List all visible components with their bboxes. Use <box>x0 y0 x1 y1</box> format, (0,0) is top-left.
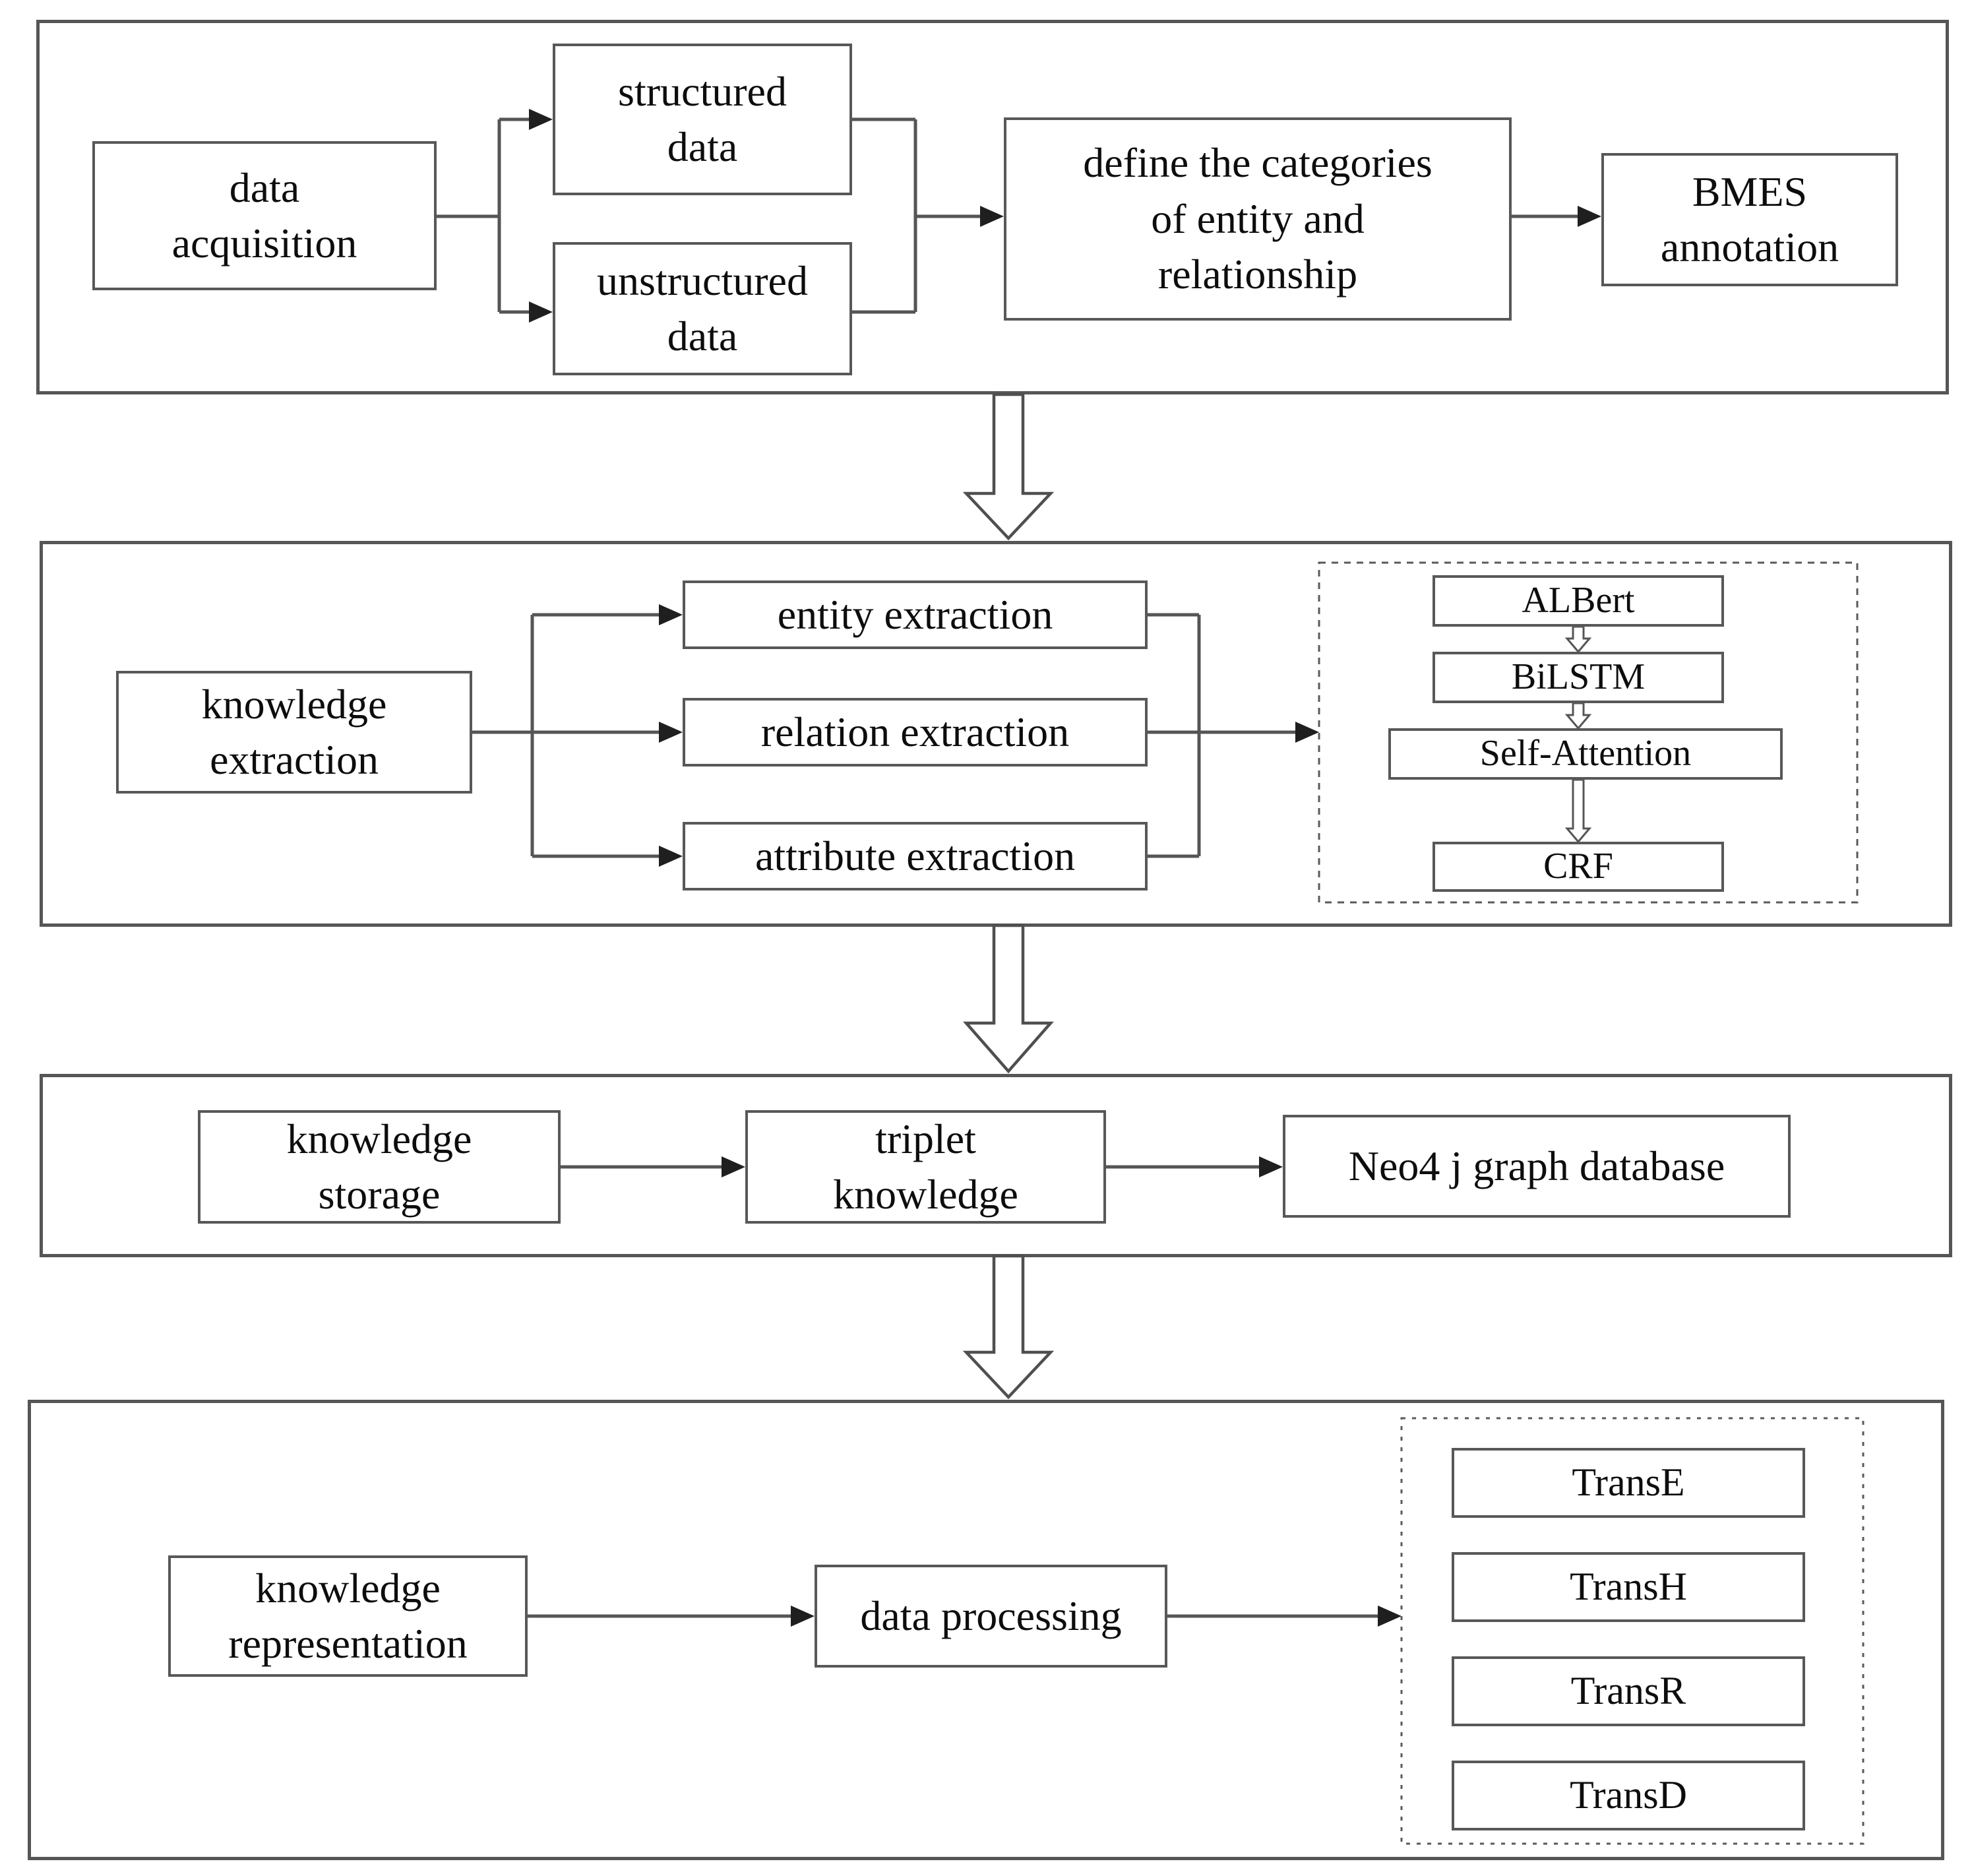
selfattention-to-crf-arrow-icon <box>1564 778 1592 844</box>
define-categories-label: define the categories <box>1083 139 1433 187</box>
flow-arrow-3-icon <box>962 1254 1055 1400</box>
relation-extraction-box: relation extraction <box>683 698 1148 766</box>
knowledge-representation-label: knowledge <box>255 1564 441 1611</box>
self-attention-label: Self-Attention <box>1479 733 1692 774</box>
attribute-extraction-box: attribute extraction <box>683 822 1148 891</box>
bilstm-box: BiLSTM <box>1433 652 1724 703</box>
albert-label: ALBert <box>1522 580 1635 621</box>
transh-label: TransH <box>1570 1565 1687 1609</box>
knowledge-storage-label: knowledge <box>286 1115 472 1162</box>
data-processing-box: data processing <box>815 1565 1167 1668</box>
data-acquisition-box: data acquisition <box>92 141 437 290</box>
knowledge-representation-box: knowledge representation <box>168 1555 528 1677</box>
crf-label: CRF <box>1543 846 1613 887</box>
knowledge-storage-label: storage <box>318 1171 441 1218</box>
attribute-extraction-label: attribute extraction <box>755 832 1076 879</box>
transd-box: TransD <box>1452 1761 1805 1830</box>
bmes-annotation-box: BMES annotation <box>1601 153 1898 286</box>
entity-extraction-label: entity extraction <box>777 590 1053 638</box>
bilstm-label: BiLSTM <box>1511 656 1646 698</box>
transd-label: TransD <box>1570 1773 1687 1817</box>
entity-extraction-box: entity extraction <box>683 580 1148 649</box>
data-acquisition-label: acquisition <box>171 220 357 266</box>
transe-label: TransE <box>1572 1460 1685 1505</box>
triplet-knowledge-label: knowledge <box>833 1171 1018 1218</box>
relation-extraction-label: relation extraction <box>760 708 1070 755</box>
model-stack-dashed-frame <box>1318 561 1859 904</box>
albert-to-bilstm-arrow-icon <box>1564 625 1592 654</box>
structured-data-label: data <box>667 123 738 170</box>
section-knowledge-representation <box>28 1400 1944 1860</box>
define-categories-label: of entity and <box>1151 195 1365 242</box>
section-data-acquisition <box>36 20 1949 394</box>
albert-box: ALBert <box>1433 575 1724 627</box>
neo4j-graph-database-label: Neo4 j graph database <box>1348 1142 1725 1189</box>
knowledge-storage-box: knowledge storage <box>198 1110 561 1224</box>
unstructured-data-label: unstructured <box>597 257 808 304</box>
structured-data-label: structured <box>618 67 787 115</box>
bmes-annotation-label: BMES <box>1692 168 1808 215</box>
self-attention-box: Self-Attention <box>1388 728 1783 780</box>
define-categories-label: relationship <box>1157 251 1358 298</box>
unstructured-data-box: unstructured data <box>553 242 852 375</box>
transr-box: TransR <box>1452 1656 1805 1726</box>
unstructured-data-label: data <box>667 313 738 360</box>
knowledge-extraction-label: extraction <box>210 736 379 783</box>
neo4j-graph-database-box: Neo4 j graph database <box>1283 1115 1791 1218</box>
transr-label: TransR <box>1570 1669 1686 1713</box>
crf-box: CRF <box>1433 842 1724 892</box>
triplet-knowledge-box: triplet knowledge <box>745 1110 1106 1224</box>
flow-arrow-2-icon <box>963 923 1054 1074</box>
knowledge-representation-label: representation <box>228 1620 468 1667</box>
transh-box: TransH <box>1452 1552 1805 1622</box>
model-stack-arrows <box>1564 625 1592 844</box>
bilstm-to-selfattention-arrow-icon <box>1564 702 1592 730</box>
bmes-annotation-label: annotation <box>1660 224 1839 270</box>
s2-connectors <box>472 604 1319 867</box>
define-categories-box: define the categories of entity and rela… <box>1004 117 1512 321</box>
s3-connectors <box>561 1156 1283 1177</box>
s4-connectors <box>528 1606 1402 1627</box>
knowledge-extraction-label: knowledge <box>201 680 387 728</box>
s1-connectors <box>434 109 1601 323</box>
data-processing-label: data processing <box>860 1592 1122 1639</box>
knowledge-extraction-box: knowledge extraction <box>116 671 472 794</box>
data-acquisition-label: data <box>229 164 300 211</box>
triplet-knowledge-label: triplet <box>875 1115 976 1162</box>
flow-arrow-1-icon <box>962 392 1055 541</box>
structured-data-box: structured data <box>553 44 852 195</box>
transe-box: TransE <box>1452 1448 1805 1518</box>
